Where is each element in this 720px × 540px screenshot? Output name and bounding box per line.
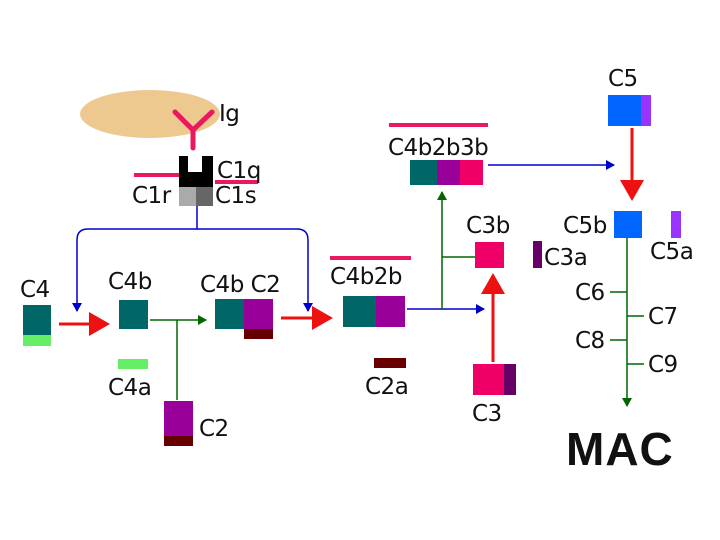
label-c6: C6	[575, 280, 605, 306]
label-c3b: C3b	[466, 213, 510, 239]
label-c1s: C1s	[215, 183, 256, 209]
antibody-icon	[172, 109, 215, 151]
c5b-block	[614, 211, 642, 238]
c4b-block	[119, 300, 148, 329]
label-c5a: C5a	[650, 239, 693, 265]
c1s-block	[196, 187, 213, 206]
c2a-block	[374, 358, 406, 368]
c5-block	[608, 95, 641, 126]
c4a-block	[118, 359, 148, 369]
c3-block-a	[504, 364, 516, 395]
label-c3a: C3a	[544, 245, 587, 271]
label-c2a: C2a	[365, 374, 408, 400]
label-c3: C3	[472, 401, 502, 427]
label-c4: C4	[20, 277, 50, 303]
c4bc2-teal	[215, 299, 244, 329]
c4b2b3b-purple	[437, 160, 460, 185]
label-c4b2b: C4b2b	[330, 264, 402, 290]
label-c5b: C5b	[563, 213, 607, 239]
c1s-activation-line-right	[197, 228, 313, 312]
label-c4bc2: C4b C2	[200, 272, 280, 298]
label-c5: C5	[608, 66, 638, 92]
c5a-block	[671, 211, 681, 238]
c4b2b3b-pink	[460, 160, 483, 185]
label-c4b: C4b	[108, 269, 152, 295]
c3a-block	[533, 241, 542, 268]
label-c2: C2	[199, 416, 229, 442]
c1r-block	[179, 187, 196, 206]
label-c8: C8	[575, 328, 605, 354]
c1q-notch	[188, 156, 202, 172]
label-c7: C7	[648, 304, 678, 330]
label-c4a: C4a	[108, 375, 151, 401]
c4bc2-purple	[244, 299, 273, 329]
c3b-block	[475, 242, 504, 268]
c4bc2-maroon	[244, 329, 273, 339]
label-c1r: C1r	[132, 183, 172, 209]
cell-membrane	[80, 90, 220, 138]
label-c4b2b3b: C4b2b3b	[388, 135, 488, 161]
c4b2b-purple	[376, 296, 405, 327]
label-c9: C9	[648, 352, 678, 378]
c5-block-a	[641, 95, 651, 126]
c4-block	[23, 305, 51, 335]
c3-block	[473, 364, 504, 395]
c2-block	[164, 401, 193, 436]
label-mac: MAC	[566, 423, 674, 475]
c1s-activation-line	[72, 206, 198, 312]
c2-block-a	[164, 436, 193, 446]
c4b2b-teal	[343, 296, 376, 327]
c4b2b3b-teal	[410, 160, 437, 185]
label-ig: Ig	[219, 101, 239, 127]
label-c1q: C1q	[217, 158, 261, 184]
c4-block-a	[23, 335, 51, 346]
